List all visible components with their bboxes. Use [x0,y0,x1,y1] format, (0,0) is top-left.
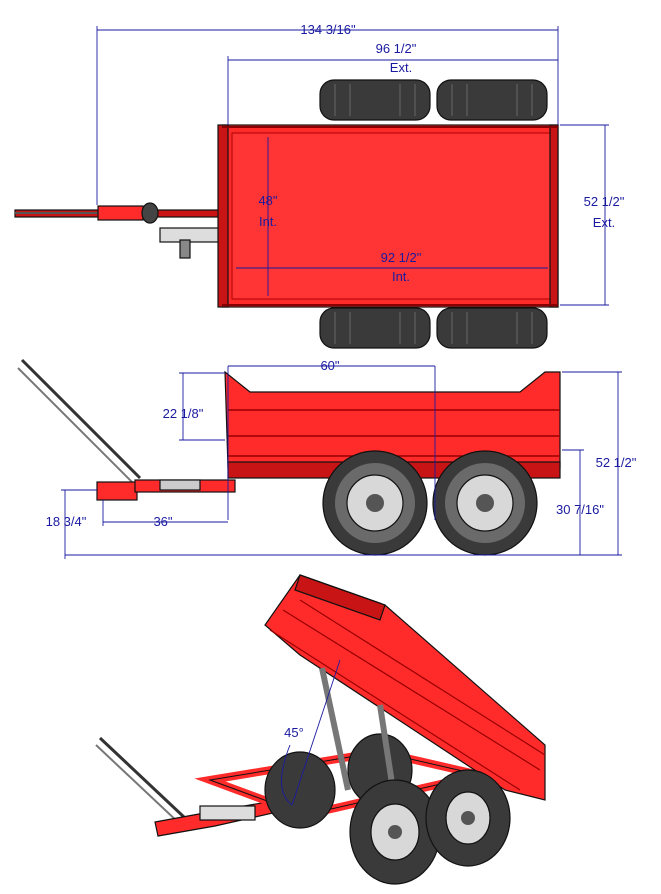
dim-hitch-height: 18 3/4" [46,514,87,529]
hitch-coupler [97,205,144,221]
dim-wall-height: 22 1/8" [163,406,204,421]
iso-view: 45° [95,574,546,885]
dim-deck-height: 30 7/16" [556,502,604,517]
dim-overall-length: 134 3/16" [300,22,356,37]
dim-dump-angle: 45° [284,725,304,740]
dim-bed-int-width-label: Int. [259,214,277,229]
wheel-rear [432,450,538,556]
tire [436,307,548,349]
wheel-front [322,450,428,556]
dim-bed-ext-width-label: Ext. [593,215,615,230]
hitch-coupler-side [96,481,138,501]
dim-side-bed-length: 60" [320,358,339,373]
dim-bed-int-length: 92 1/2" [381,250,422,265]
dim-bed-ext-length: 96 1/2" [376,41,417,56]
dim-bed-int-length-label: Int. [392,269,410,284]
iso-wheel-front [349,779,441,885]
top-view: 134 3/16" 96 1/2" Ext. 48" Int. 92 1/2" … [14,22,625,349]
dim-overall-height: 52 1/2" [596,455,637,470]
dim-bed-ext-length-label: Ext. [390,60,412,75]
dim-bed-ext-width: 52 1/2" [584,194,625,209]
iso-wheel-rear [425,769,511,867]
tire [436,79,548,121]
side-view: 60" 22 1/8" 52 1/2" 30 7/16" 18 3/4" 36" [17,358,637,559]
dim-bed-int-width: 48" [258,193,277,208]
tire [319,307,431,349]
tire [319,79,431,121]
dim-tongue-length: 36" [153,514,172,529]
